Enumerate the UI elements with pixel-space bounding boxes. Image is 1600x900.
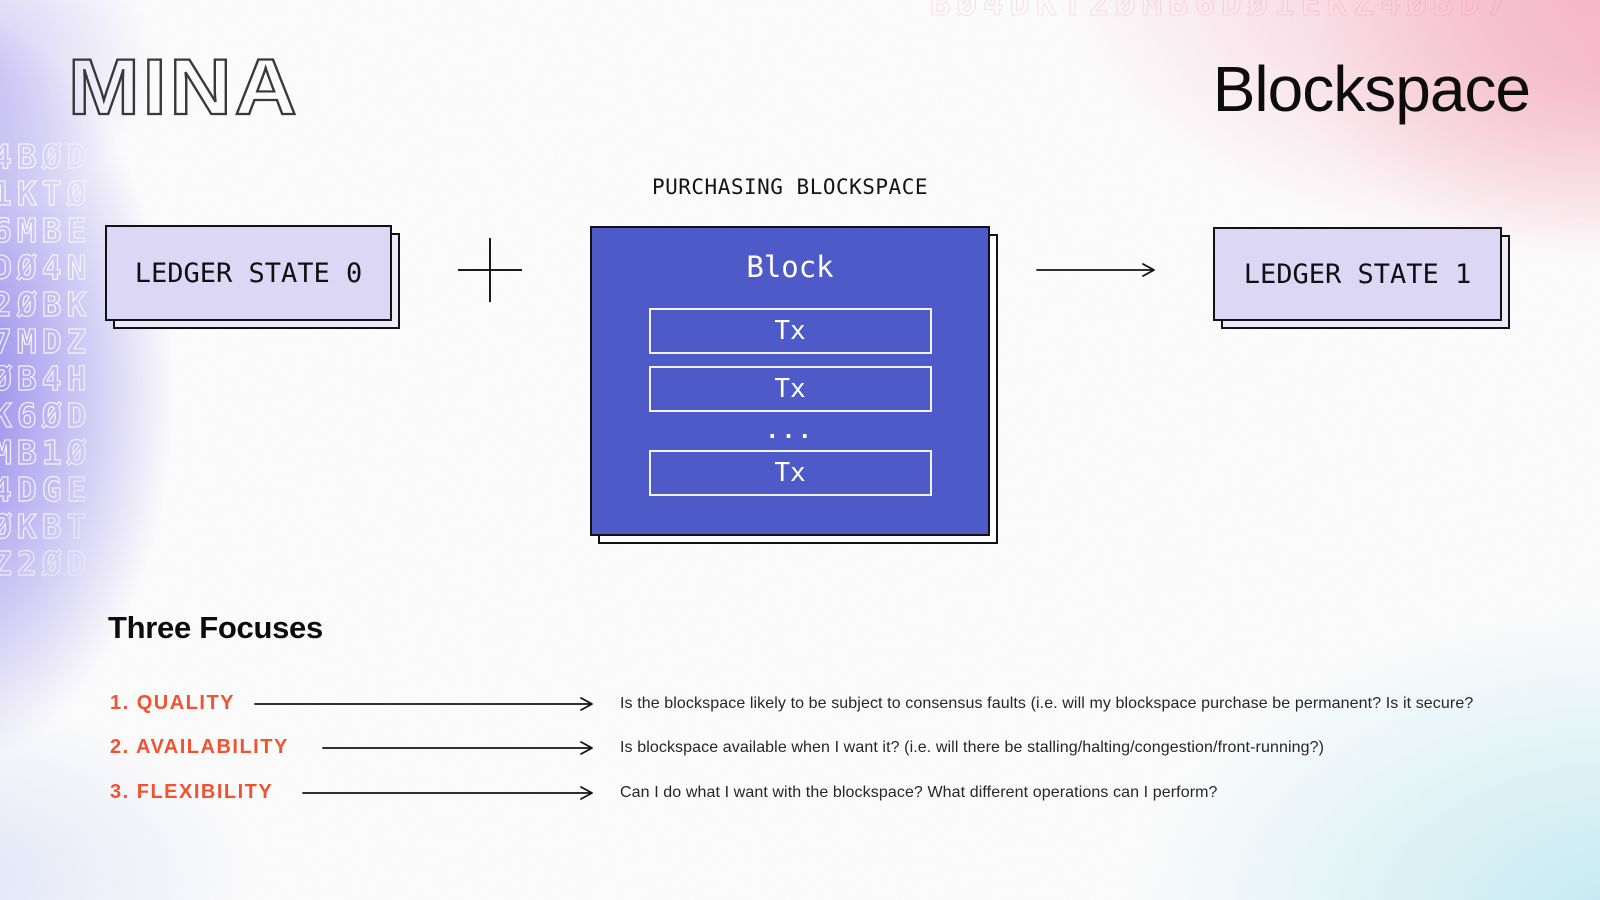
focus-label-flexibility: 3. FLEXIBILITY bbox=[110, 781, 274, 803]
section-heading: Three Focuses bbox=[108, 610, 323, 645]
tx-label: Tx bbox=[774, 374, 806, 404]
tx-label: Tx bbox=[774, 316, 806, 346]
mina-logo: MINA bbox=[67, 43, 300, 132]
focus-label-availability: 2. AVAILABILITY bbox=[110, 736, 289, 758]
plus-icon bbox=[458, 238, 522, 302]
tx-box: Tx bbox=[648, 308, 932, 354]
block-title: Block bbox=[746, 250, 834, 284]
focus-description-quality: Is the blockspace likely to be subject t… bbox=[620, 695, 1474, 712]
focus-label-quality: 1. QUALITY bbox=[110, 692, 236, 714]
focus-description-flexibility: Can I do what I want with the blockspace… bbox=[620, 784, 1218, 801]
focus-arrow-icon bbox=[322, 741, 593, 755]
page-title: Blockspace bbox=[1212, 53, 1531, 125]
ledger-state-0-box: LEDGER STATE 0 bbox=[105, 225, 392, 321]
tx-box: Tx bbox=[648, 366, 932, 412]
flow-arrow-icon bbox=[1036, 263, 1155, 277]
tx-label: Tx bbox=[774, 458, 806, 488]
focus-arrow-icon bbox=[254, 697, 593, 711]
tx-box: Tx bbox=[648, 450, 932, 496]
ledger-state-1-label: LEDGER STATE 1 bbox=[1243, 258, 1472, 290]
ledger-state-1-box: LEDGER STATE 1 bbox=[1213, 227, 1502, 321]
focus-description-availability: Is blockspace available when I want it? … bbox=[620, 739, 1325, 756]
block-box: Block Tx Tx ... Tx bbox=[590, 226, 990, 536]
ellipsis-label: ... bbox=[765, 419, 815, 444]
ledger-state-0-label: LEDGER STATE 0 bbox=[134, 257, 363, 289]
focus-arrow-icon bbox=[302, 786, 593, 800]
diagram-caption: PURCHASING BLOCKSPACE bbox=[651, 175, 928, 199]
